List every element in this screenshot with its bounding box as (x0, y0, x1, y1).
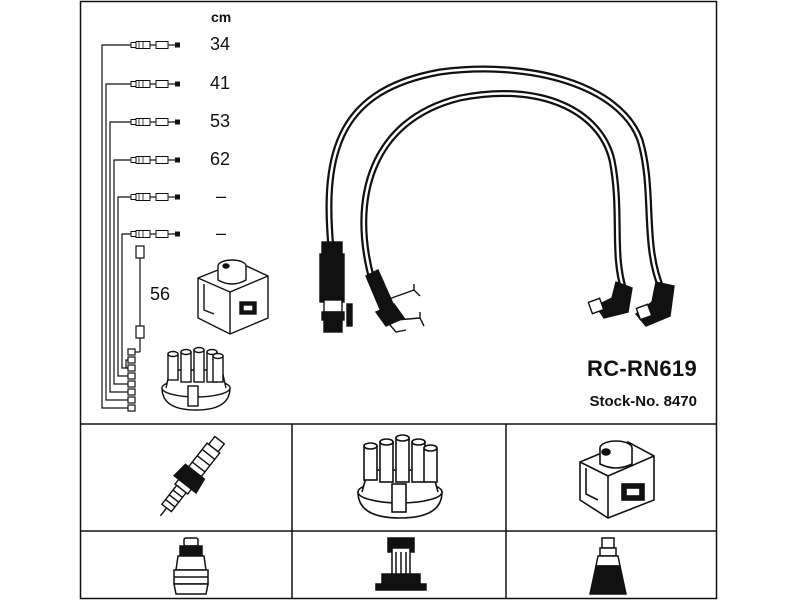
spark-plug-boot-1 (587, 281, 633, 319)
frame (79, 0, 718, 600)
lead-length-5: – (216, 186, 227, 206)
ignition-coil-icon (579, 440, 655, 519)
legend-distributor-cap-icon (161, 346, 231, 411)
ignition-cables (325, 65, 666, 294)
legend-ignition-coil-icon (197, 259, 269, 335)
coil-lead-length: 56 (150, 284, 171, 304)
lead-connector-icons (130, 40, 181, 239)
straight-boot-icon (173, 537, 209, 595)
lead-length-legend (101, 44, 145, 412)
lead-length-1: 34 (210, 34, 231, 54)
part-number: RC-RN619 (587, 356, 697, 381)
lead-length-4: 62 (210, 149, 231, 169)
lead-length-6: – (216, 223, 227, 243)
straight-boot-connector (319, 241, 353, 333)
angled-boot-connector (365, 269, 425, 333)
distributor-cap-icon (357, 434, 443, 519)
length-unit-label: cm (211, 9, 232, 25)
stock-number: Stock-No. 8470 (589, 393, 697, 410)
spark-plug-boot-2 (634, 281, 675, 327)
spark-plug-boot-icon (589, 537, 627, 595)
lead-length-3: 53 (210, 111, 231, 131)
lead-length-2: 41 (210, 73, 231, 93)
spark-plug-icon (159, 435, 226, 517)
distributor-boot-icon (375, 537, 427, 591)
